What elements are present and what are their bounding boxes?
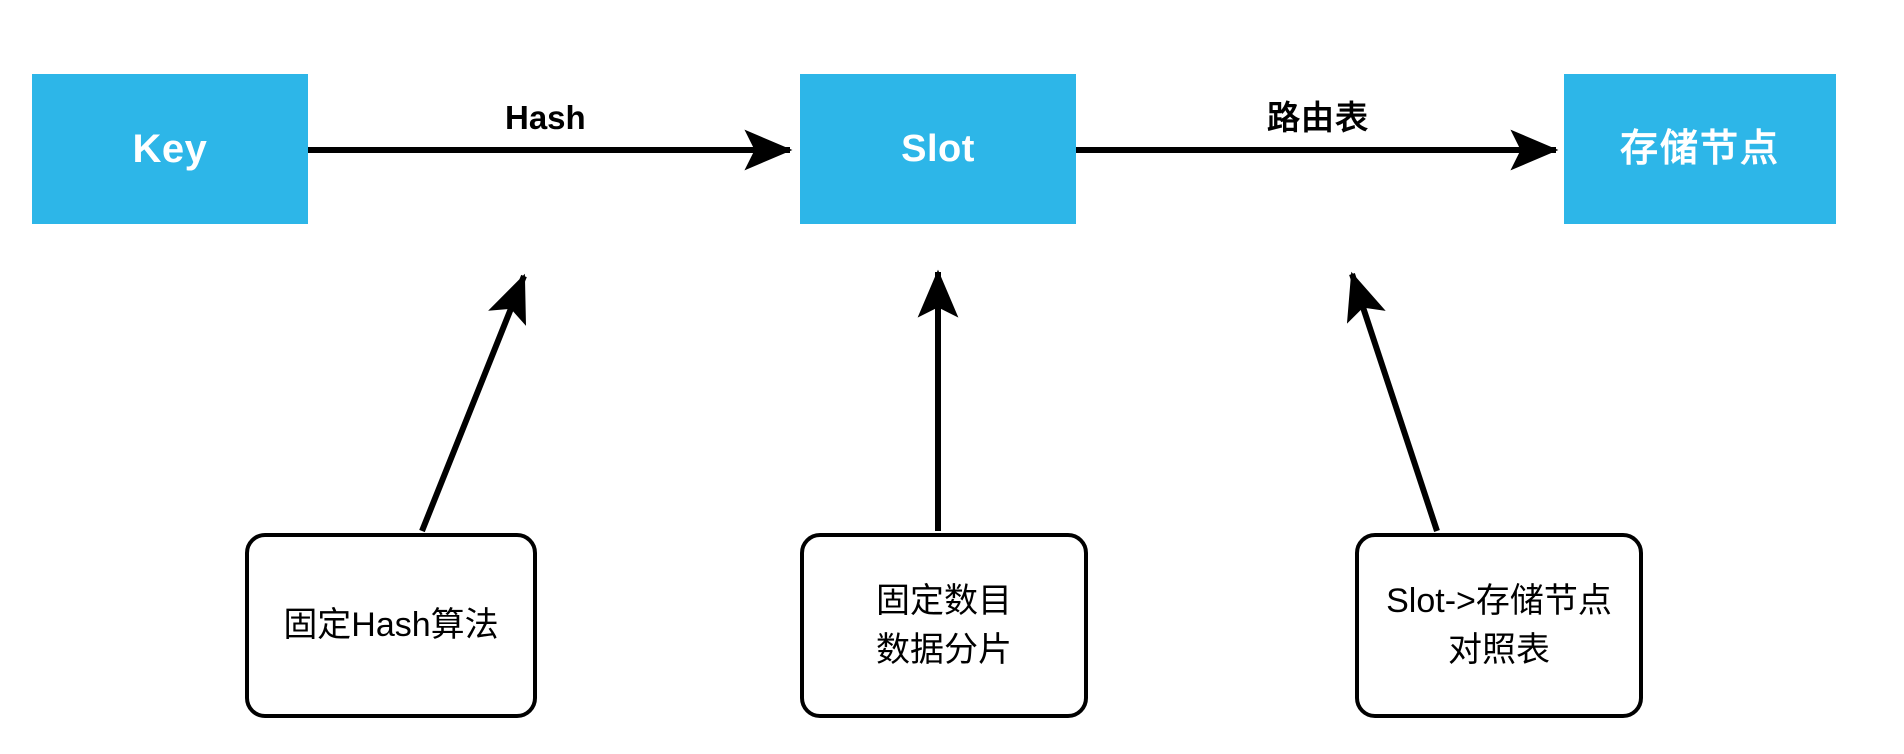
callout-line: Slot->存储节点 (1386, 582, 1612, 621)
callout-line: 固定Hash算法 (283, 606, 499, 645)
callout-line: 固定数目 (876, 582, 1012, 621)
node-key-label: Key (132, 127, 208, 171)
callout-line: 对照表 (1448, 630, 1550, 669)
node-storage[interactable]: 存储节点 (1564, 74, 1836, 224)
callout-slot-to-storage-mapping-table[interactable]: Slot->存储节点 对照表 (1355, 533, 1643, 718)
callout-line: 数据分片 (876, 630, 1012, 669)
node-key[interactable]: Key (32, 74, 308, 224)
edge-label-routing-table: 路由表 (1267, 99, 1369, 136)
callout-fixed-hash-algorithm[interactable]: 固定Hash算法 (245, 533, 537, 718)
arrow-callout-hash (419, 273, 527, 533)
callout-fixed-count-data-shard[interactable]: 固定数目 数据分片 (800, 533, 1088, 718)
arrow-callout-routing (1346, 271, 1440, 532)
node-slot-label: Slot (901, 128, 975, 170)
node-storage-label: 存储节点 (1619, 128, 1780, 170)
node-slot[interactable]: Slot (800, 74, 1076, 224)
edge-label-hash: Hash (505, 99, 586, 136)
